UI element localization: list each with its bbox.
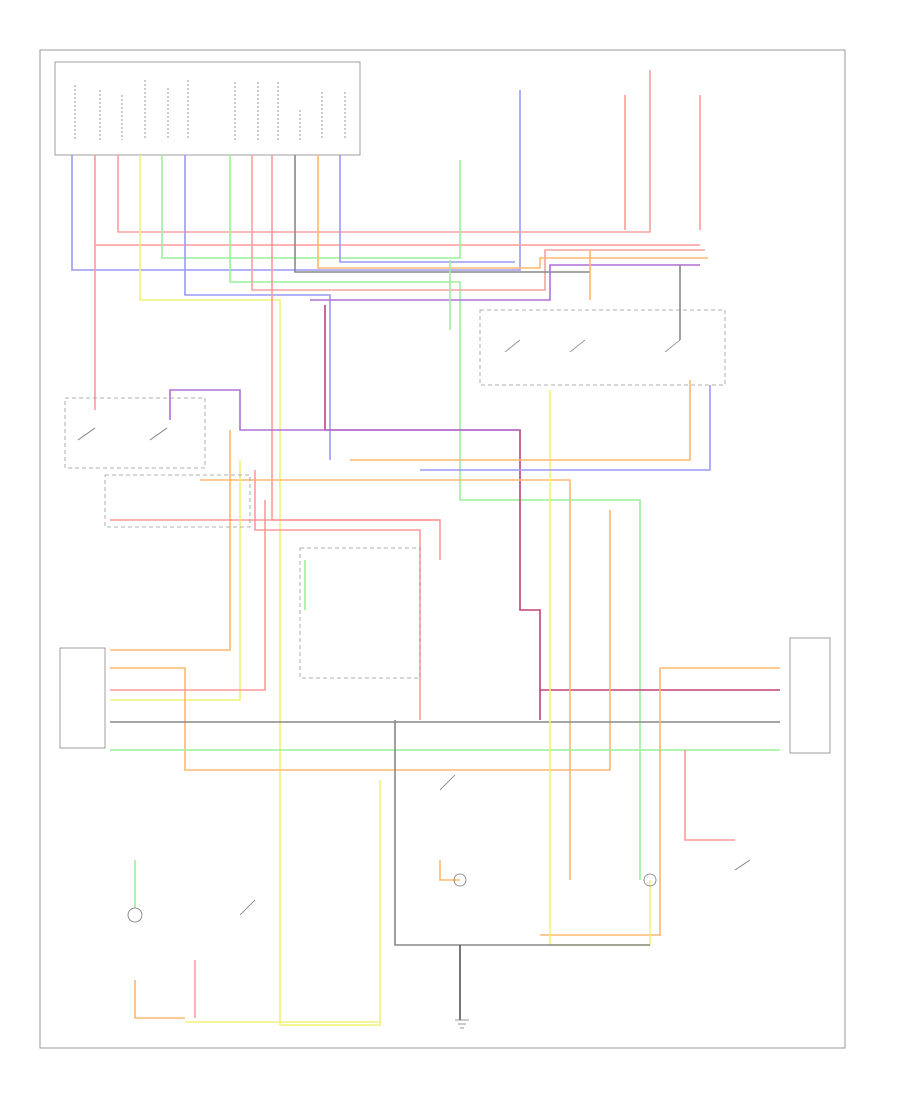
headlight-left: [453, 873, 467, 887]
wire-1: [71, 90, 521, 271]
wire-13: [339, 155, 515, 263]
wire-12: [317, 155, 708, 269]
connector-left: [59, 647, 106, 749]
lamp-left: [127, 907, 143, 923]
wire-5: [139, 155, 381, 1026]
wire-10: [271, 155, 440, 521]
component-box-center: [299, 547, 421, 679]
switch-2: [569, 339, 586, 353]
wire-18: [324, 305, 780, 691]
wire-25: [110, 510, 611, 771]
switch-8: [734, 859, 751, 871]
wire-4: [117, 70, 651, 233]
component-box-left-mid: [104, 474, 251, 528]
wire-6: [161, 155, 461, 259]
switch-box-top-right: [479, 309, 726, 386]
wire-26: [110, 500, 266, 691]
wire-7: [184, 155, 331, 460]
wire-34: [439, 860, 460, 881]
connector-pin-labels: [74, 80, 346, 140]
wire-21: [110, 519, 441, 560]
wire-11: [294, 155, 590, 273]
wire-32: [549, 390, 651, 946]
switch-symbols: [77, 339, 751, 916]
diagram-frame: [39, 49, 846, 1049]
wire-layer: [71, 70, 780, 1026]
switch-3: [664, 339, 681, 353]
switch-1: [504, 339, 521, 353]
switch-6: [439, 774, 456, 791]
connector-right: [789, 637, 831, 754]
wire-9: [251, 155, 705, 291]
connector-block-top-left: [54, 61, 361, 156]
wire-15: [310, 264, 700, 301]
ground-1: [455, 1019, 469, 1029]
switch-7: [239, 899, 256, 916]
wire-19: [169, 389, 520, 431]
wire-30: [540, 668, 661, 936]
wire-41: [134, 980, 185, 1019]
wire-39: [350, 380, 691, 461]
wire-8: [229, 155, 641, 880]
switch-4: [77, 427, 96, 441]
wire-20: [110, 430, 231, 651]
wire-33: [394, 720, 650, 946]
component-box-left-upper: [64, 397, 206, 469]
switch-5: [149, 427, 168, 441]
headlight-right: [643, 873, 657, 887]
wire-35: [684, 750, 735, 841]
wire-23: [110, 460, 241, 701]
wire-22: [200, 479, 571, 880]
wire-38: [420, 385, 711, 471]
ground-symbols: [455, 1019, 469, 1029]
